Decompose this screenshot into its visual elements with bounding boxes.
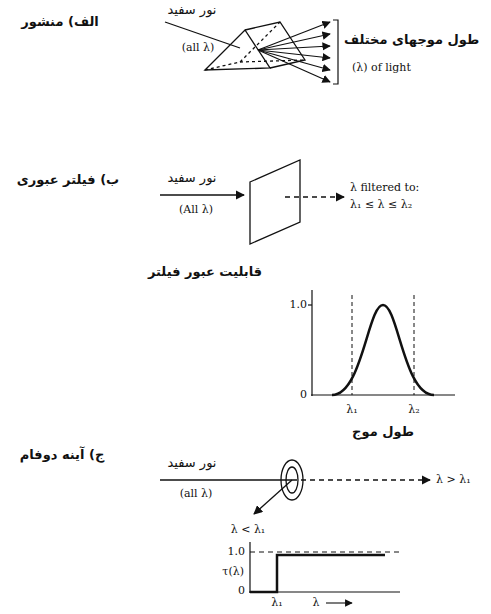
transmitted-label: λ > λ₁	[436, 474, 471, 487]
transmitted-ray	[292, 479, 430, 480]
bracket	[333, 20, 338, 84]
reflected-label: λ < λ₁	[231, 524, 266, 537]
axis-tick: 0	[238, 585, 245, 598]
axis-tick: 1.0	[290, 299, 308, 312]
axis-tick: 0	[300, 389, 307, 402]
axis-title: λ	[313, 597, 320, 610]
axis-title: τ(λ)	[222, 566, 244, 579]
transmission-plot	[308, 290, 455, 396]
axis-tick: 1.0	[228, 546, 246, 559]
light-label: نور سفید	[168, 456, 217, 471]
dispersed-rays	[258, 22, 330, 82]
prism	[205, 22, 305, 70]
light-label: نور سفید	[168, 3, 217, 18]
axis-title: طول موج	[352, 425, 414, 440]
output-note: λ filtered to:	[350, 182, 419, 195]
filtered-ray	[285, 196, 344, 197]
section-heading: ج) آینه دوفام	[20, 448, 105, 463]
axis-tick: λ₁	[271, 597, 282, 610]
plot-title: قابلیت عبور فیلتر	[148, 265, 262, 280]
white-light-ray	[160, 194, 244, 195]
filter-plate	[250, 160, 300, 244]
section-heading: الف) منشور	[21, 15, 99, 30]
output-note: (λ) of light	[352, 62, 411, 75]
wavelength-note: (all λ)	[180, 488, 213, 501]
output-range: λ₁ ≤ λ ≤ λ₂	[350, 199, 412, 212]
axis-tick: λ₁	[346, 404, 357, 417]
wavelength-note: (all λ)	[182, 42, 215, 55]
section-heading: ب) فیلتر عبوری	[17, 173, 119, 188]
white-light-ray	[160, 479, 292, 480]
output-label: طول موجهای مختلف	[344, 33, 479, 48]
axis-tick: λ₂	[408, 404, 419, 417]
dichroic-mirror	[281, 460, 303, 500]
light-label: نور سفید	[168, 171, 217, 186]
wavelength-note: (All λ)	[179, 204, 213, 217]
transmission-step-plot	[249, 542, 400, 603]
